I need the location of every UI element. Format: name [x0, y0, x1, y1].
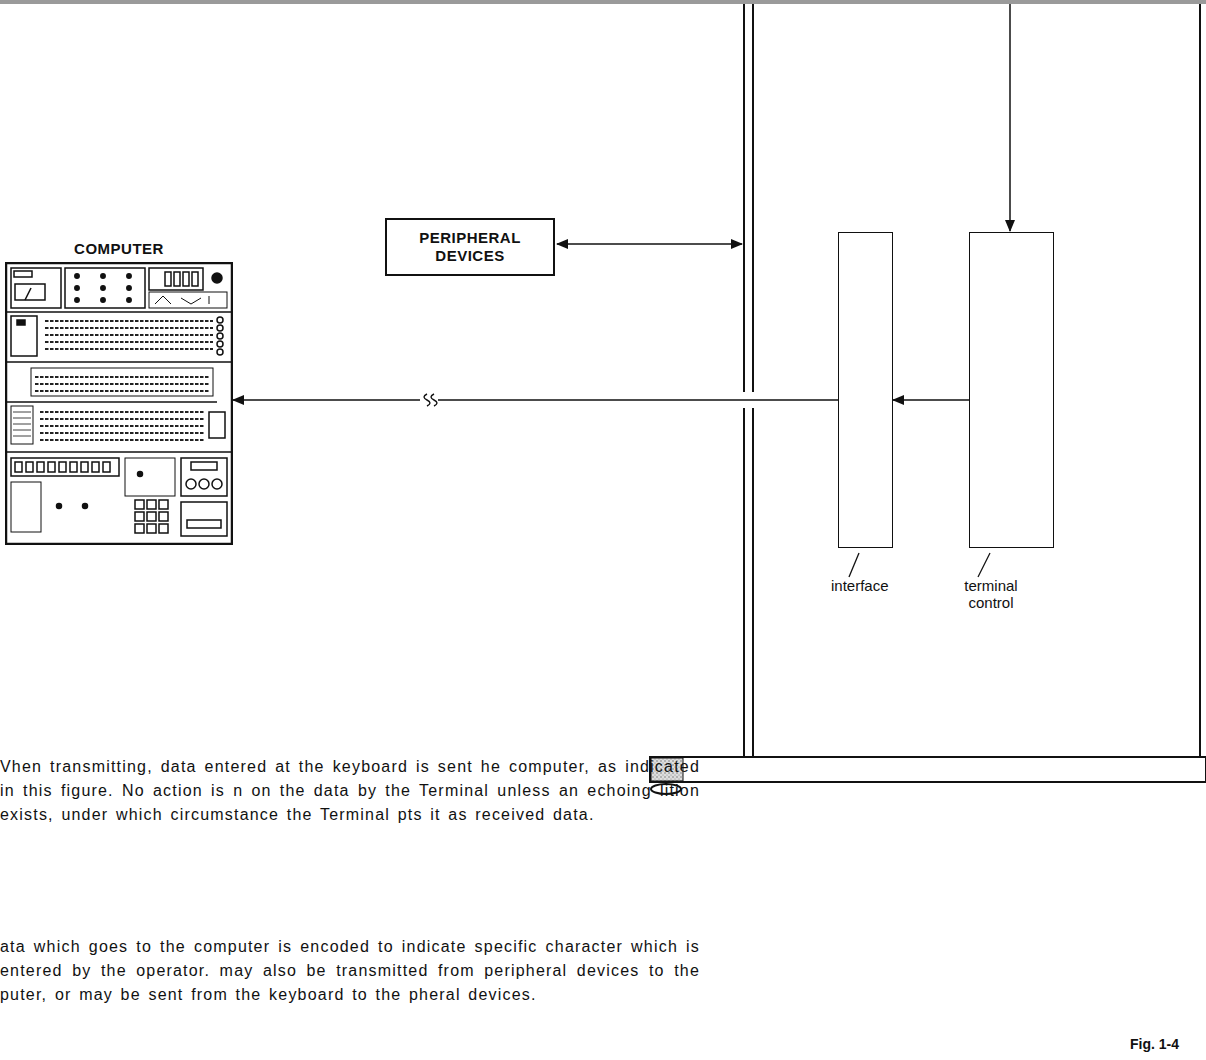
figure-caption: Fig. 1-4 — [1130, 1036, 1179, 1052]
module-box: terminal control — [969, 232, 1054, 548]
body-text: Vhen transmitting, data entered at the k… — [0, 755, 700, 827]
leader-line — [849, 553, 990, 577]
terminal-base — [650, 757, 1206, 794]
computer-illustration — [5, 262, 233, 545]
part-label: interface — [831, 577, 889, 594]
signal-arrow — [893, 399, 969, 401]
signal-arrow — [233, 399, 838, 401]
node-heading: COMPUTER — [5, 240, 233, 258]
bus-double-line — [744, 4, 1200, 757]
module-box: interface — [838, 232, 893, 548]
body-text: ata which goes to the computer is encode… — [0, 935, 700, 1007]
device-box: PERIPHERAL DEVICES — [385, 218, 555, 276]
box-label: PERIPHERAL DEVICES — [405, 229, 535, 265]
top-band — [0, 0, 1206, 4]
keyboard-input-arrow — [1009, 4, 1011, 231]
computer-node: COMPUTER — [5, 240, 233, 545]
part-label: terminal control — [946, 577, 1036, 611]
peripheral-bus-arrow — [557, 243, 742, 245]
